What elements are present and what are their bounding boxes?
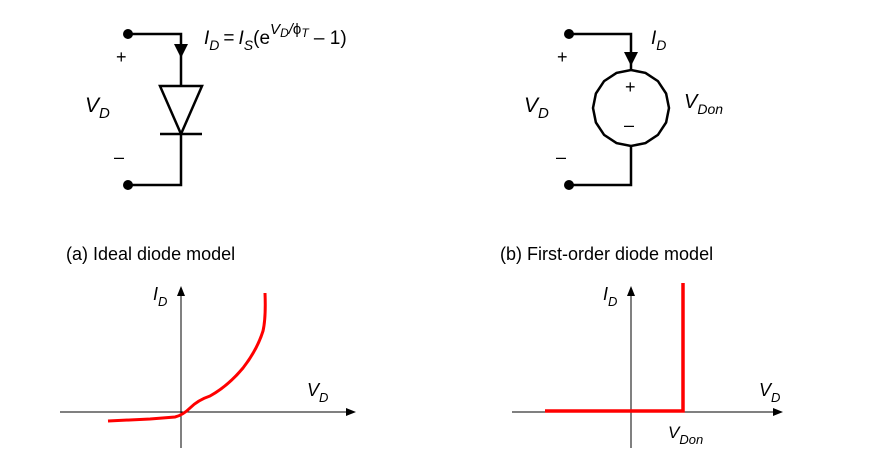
- wire-top-a: [128, 32, 183, 86]
- x-axis-arrow-a: [346, 408, 356, 416]
- caption-b: (b) First-order diode model: [500, 244, 713, 264]
- plus-sign-a: +: [116, 47, 127, 67]
- source-voltage-label: VDon: [684, 91, 723, 117]
- ideal-diode-circuit: + – VD ID=IS(eVD/ϕT – 1): [85, 21, 347, 190]
- wire-bottom-a: [128, 134, 183, 187]
- current-label-b: ID: [651, 28, 666, 53]
- wire-top-b: [569, 32, 633, 70]
- y-axis-label-b: ID: [603, 284, 617, 309]
- x-axis-arrow-b: [773, 408, 783, 416]
- voltage-label-a: VD: [85, 94, 110, 122]
- minus-sign-a: –: [114, 147, 124, 167]
- x-axis-label-b: VD: [759, 380, 780, 405]
- minus-sign-b: –: [556, 147, 566, 167]
- caption-a: (a) Ideal diode model: [66, 244, 235, 264]
- source-minus-sign: –: [624, 115, 634, 135]
- iv-curve-exponential: [107, 292, 267, 423]
- ideal-diode-plot: ID VD: [60, 284, 356, 448]
- iv-curve-piecewise: [545, 283, 685, 413]
- source-plus-sign: +: [625, 77, 636, 97]
- diode-symbol: [158, 84, 204, 138]
- diode-equation: ID=IS(eVD/ϕT – 1): [204, 21, 347, 53]
- voltage-label-b: VD: [524, 94, 549, 122]
- y-axis-label-a: ID: [153, 284, 167, 309]
- wire-bottom-b: [569, 146, 633, 187]
- first-order-circuit: + – + – VD ID VDon: [524, 28, 723, 190]
- current-arrow-a: [174, 44, 188, 58]
- y-axis-arrow-b: [627, 286, 635, 296]
- y-axis-arrow-a: [177, 286, 185, 296]
- plus-sign-b: +: [557, 47, 568, 67]
- x-axis-label-a: VD: [307, 380, 328, 405]
- first-order-plot: ID VD VDon: [512, 283, 783, 448]
- x-tick-label-vdon: VDon: [668, 423, 703, 447]
- current-arrow-b: [624, 52, 638, 66]
